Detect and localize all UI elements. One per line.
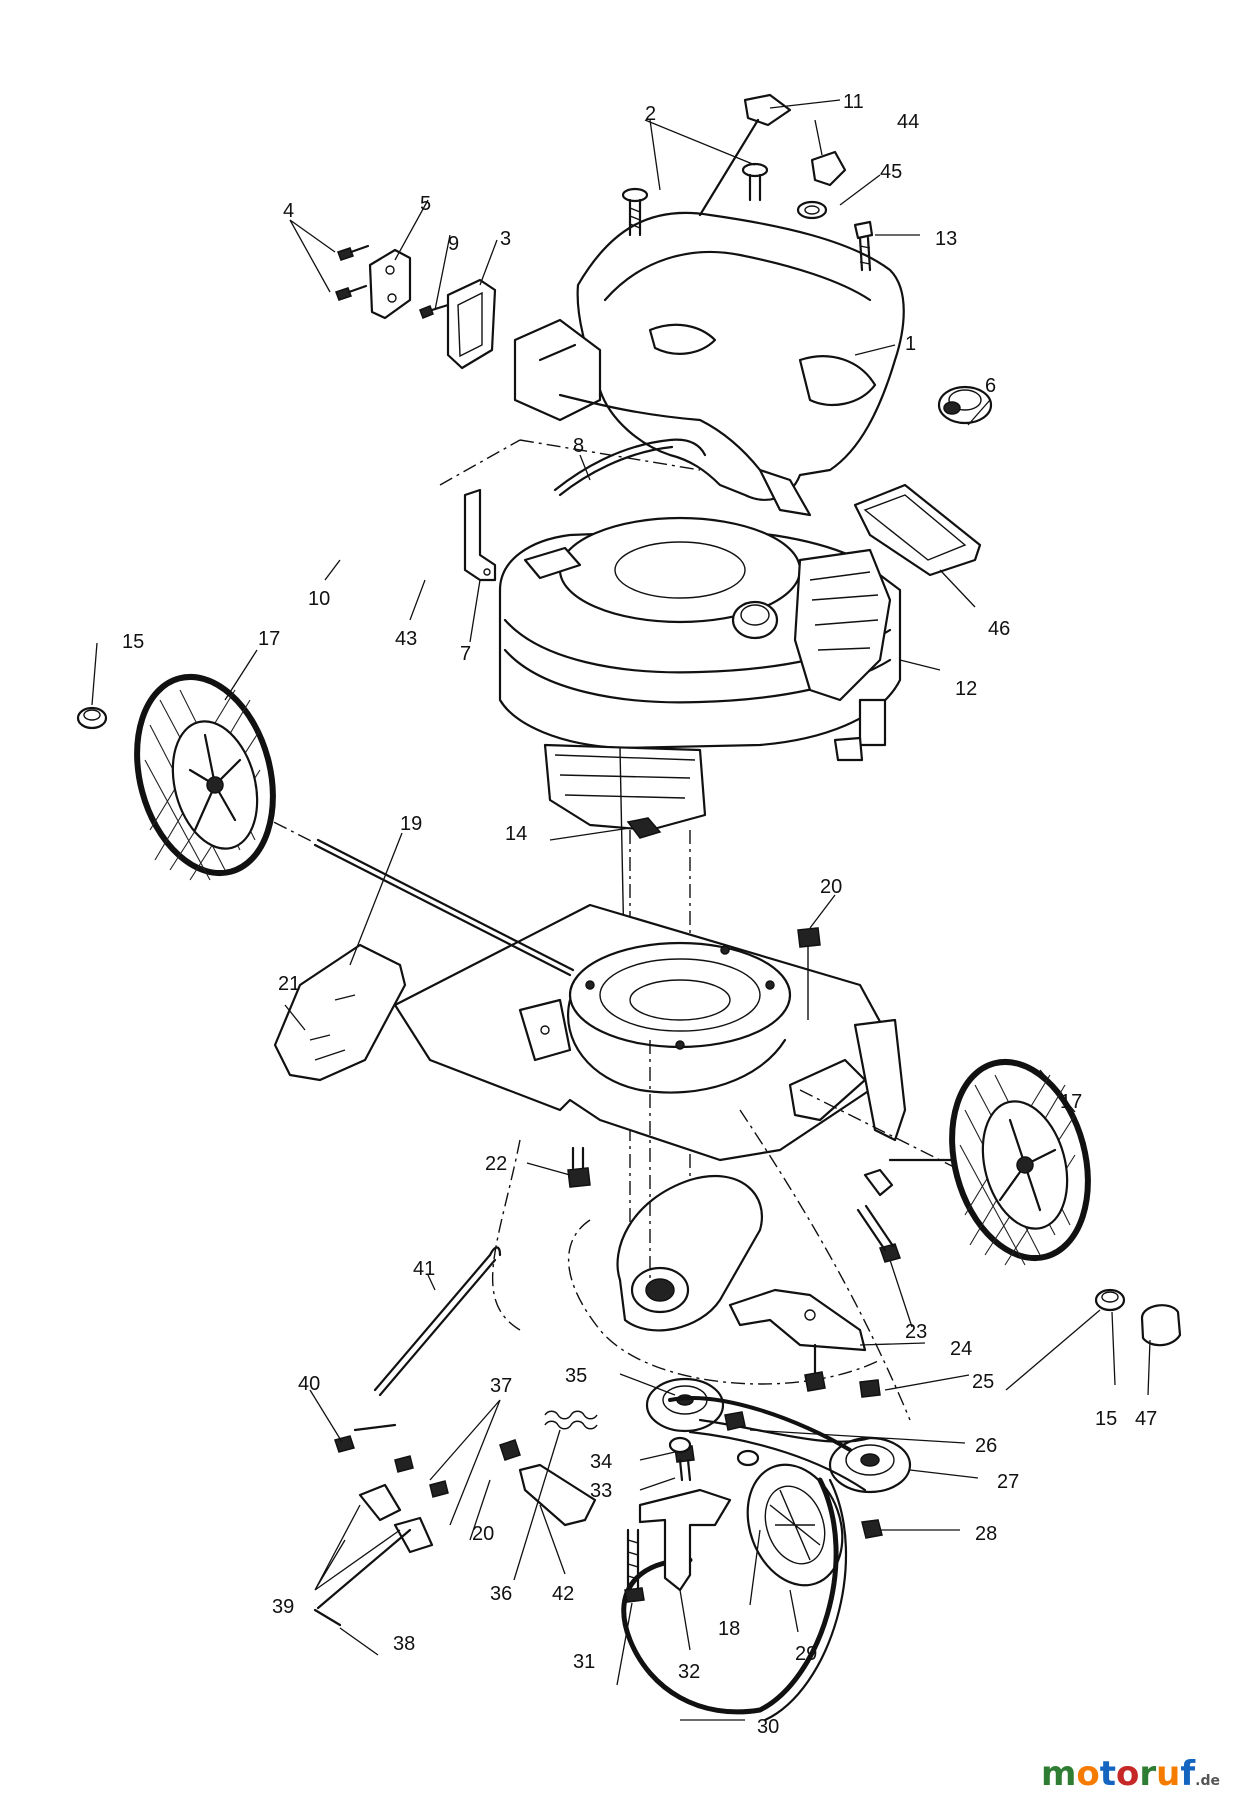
part-label-38: 38 [393, 1633, 415, 1655]
watermark-letter: f [1180, 1754, 1196, 1794]
bearing-bracket [492, 1109, 911, 1421]
watermark-text: motoruf [1041, 1754, 1195, 1794]
part-label-31: 31 [573, 1651, 595, 1673]
pulley-fasteners [624, 1343, 883, 1603]
part-label-46: 46 [988, 618, 1010, 640]
belt-guard-bracket [638, 1488, 732, 1592]
watermark-letter: o [1076, 1754, 1100, 1794]
part-label-24: 24 [950, 1338, 972, 1360]
part-label-15b: 15 [1095, 1408, 1117, 1430]
part-label-45: 45 [880, 161, 902, 183]
part-label-10: 10 [308, 588, 330, 610]
blower-housing [513, 211, 905, 517]
motoruf-watermark: motoruf.de [1041, 1754, 1220, 1794]
part-label-18: 18 [718, 1618, 740, 1640]
part-label-34: 34 [590, 1451, 612, 1473]
part-label-2: 2 [645, 103, 656, 125]
part-label-40: 40 [298, 1373, 320, 1395]
part-label-21: 21 [278, 973, 300, 995]
part-label-33: 33 [590, 1480, 612, 1502]
alignment-lines [439, 439, 961, 1280]
part-label-22: 22 [485, 1153, 507, 1175]
top-fasteners [621, 93, 874, 272]
knob [937, 385, 993, 425]
right-wheel [863, 1058, 1182, 1347]
part-label-41: 41 [413, 1258, 435, 1280]
part-label-11: 11 [843, 91, 864, 113]
part-label-14: 14 [505, 823, 527, 845]
part-label-30: 30 [757, 1716, 779, 1738]
part-label-12: 12 [955, 678, 977, 700]
part-label-9: 9 [448, 233, 459, 255]
part-label-25: 25 [972, 1371, 994, 1393]
cable-clip [626, 817, 662, 839]
spring-and-lever [499, 1410, 598, 1527]
part-label-6: 6 [985, 375, 996, 397]
part-label-47: 47 [1135, 1408, 1157, 1430]
part-label-1: 1 [905, 333, 916, 355]
watermark-letter: u [1156, 1754, 1181, 1794]
part-label-28: 28 [975, 1523, 997, 1545]
part-label-35: 35 [565, 1365, 587, 1387]
part-label-39: 39 [272, 1596, 294, 1618]
part-label-32: 32 [678, 1661, 700, 1683]
part-label-8: 8 [573, 435, 584, 457]
part-label-42: 42 [552, 1583, 574, 1605]
engine [498, 516, 902, 1290]
part-label-20b: 20 [472, 1523, 494, 1545]
watermark-letter: m [1040, 1754, 1077, 1794]
watermark-letter: o [1116, 1754, 1140, 1794]
part-label-15a: 15 [122, 631, 144, 653]
upper-left-fasteners [335, 244, 497, 370]
part-label-36: 36 [490, 1583, 512, 1605]
part-label-19: 19 [400, 813, 422, 835]
watermark-letter: t [1099, 1754, 1116, 1794]
part-label-4: 4 [283, 200, 294, 222]
part-label-23: 23 [905, 1321, 927, 1343]
part-label-27: 27 [997, 1471, 1019, 1493]
part-label-26: 26 [975, 1435, 997, 1457]
part-label-20a: 20 [820, 876, 842, 898]
bracket [463, 488, 497, 582]
part-label-29: 29 [795, 1643, 817, 1665]
watermark-suffix: .de [1195, 1773, 1220, 1789]
heat-shield [853, 483, 982, 577]
part-label-17a: 17 [258, 628, 280, 650]
part-label-5: 5 [420, 193, 431, 215]
deck-fasteners [567, 927, 901, 1263]
part-number-labels: 1 2 3 4 5 6 7 8 9 10 11 12 13 14 15 15 1… [122, 91, 1157, 1738]
idler-bracket [728, 1288, 867, 1352]
control-linkage [313, 1246, 502, 1627]
part-label-17b: 17 [1060, 1091, 1082, 1113]
part-label-7: 7 [460, 643, 471, 665]
part-label-44: 44 [897, 111, 919, 133]
part-label-37: 37 [490, 1375, 512, 1397]
left-wheel [76, 673, 276, 881]
leader-lines [91, 99, 1151, 1721]
part-label-43: 43 [395, 628, 417, 650]
mower-deck [273, 903, 907, 1162]
part-label-13: 13 [935, 228, 957, 250]
fuel-line [553, 438, 707, 497]
part-label-3: 3 [500, 228, 511, 250]
watermark-letter: r [1139, 1754, 1157, 1794]
